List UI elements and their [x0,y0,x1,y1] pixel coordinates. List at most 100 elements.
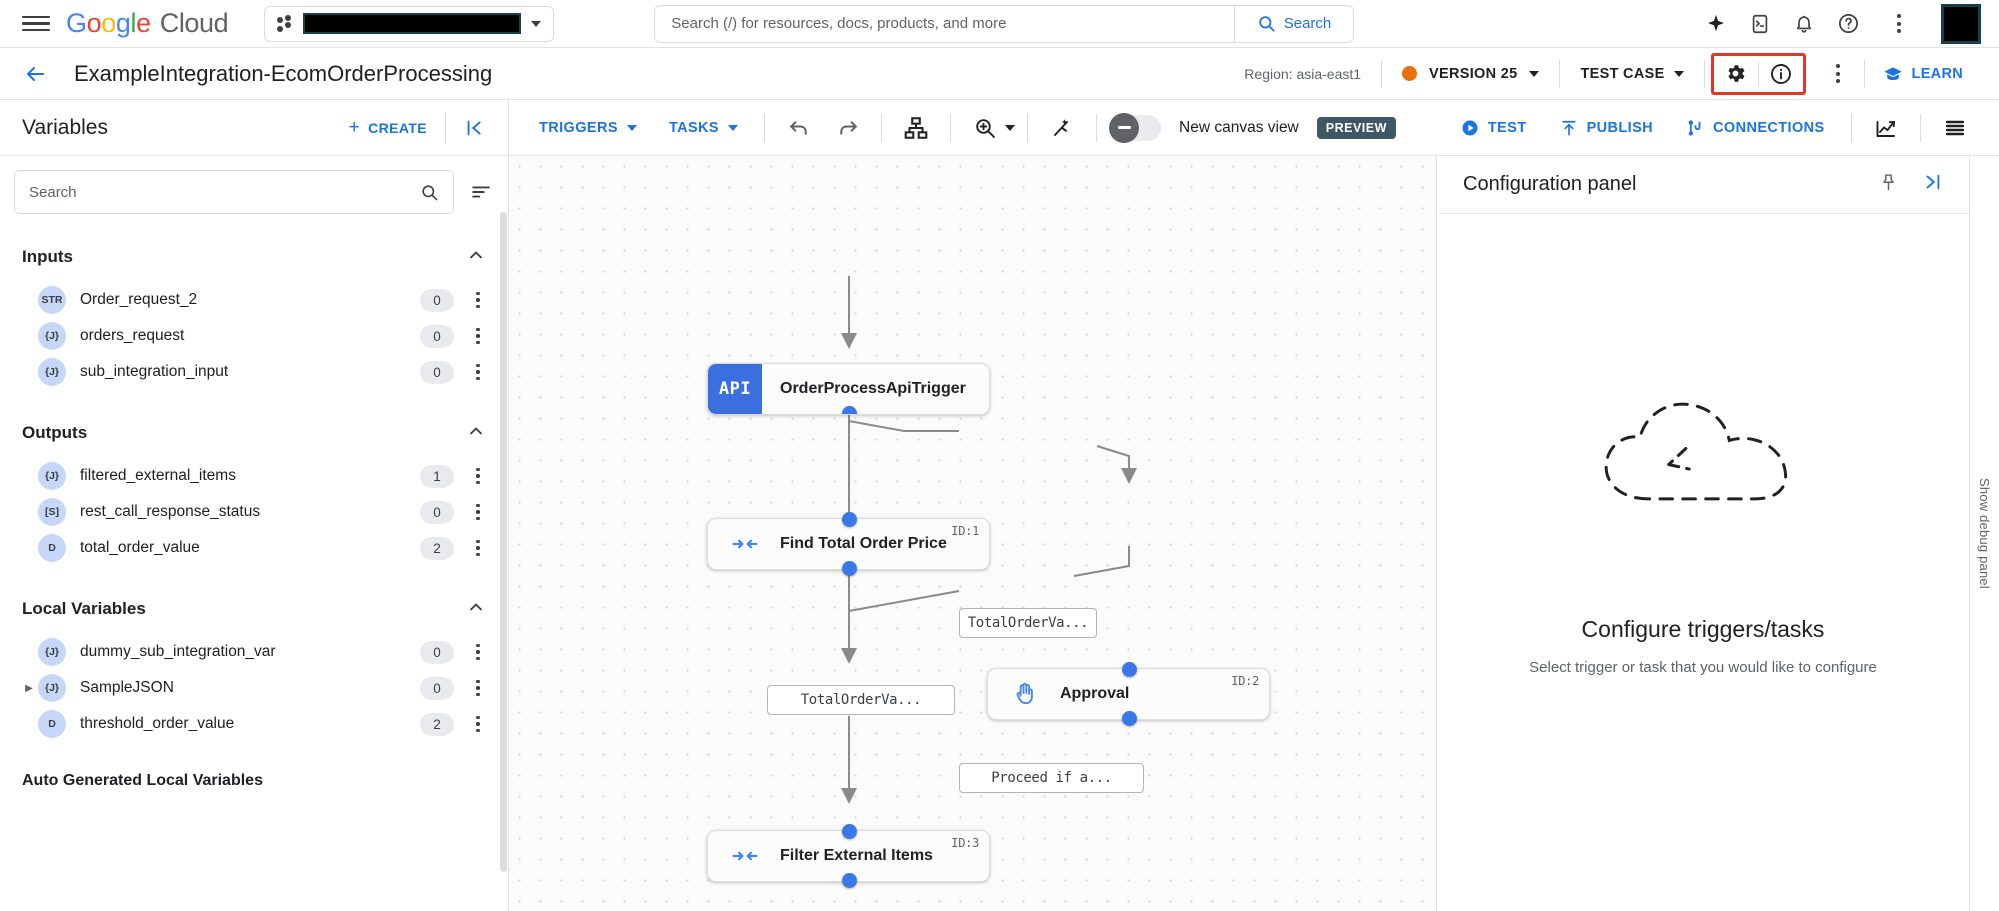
row-more-options-icon[interactable] [464,363,492,381]
pin-icon[interactable] [1878,172,1899,198]
show-debug-panel-rail[interactable]: Show debug panel [1969,156,1999,911]
row-more-options-icon[interactable] [464,327,492,345]
list-item[interactable]: {J} filtered_external_items 1 [0,458,508,494]
node-api-trigger[interactable]: API OrderProcessApiTrigger [707,363,990,415]
collapse-left-icon[interactable] [445,112,486,143]
variables-panel-title: Variables [22,115,108,139]
main-content: Variables + CREATE [0,100,1999,911]
test-case-selector[interactable]: TEST CASE [1560,66,1703,82]
zoom-in-icon[interactable] [963,108,1007,148]
publish-button[interactable]: PUBLISH [1545,108,1667,148]
approval-hand-icon [1010,679,1040,709]
edge-label[interactable]: TotalOrderVa... [959,608,1097,638]
settings-gear-icon[interactable] [1714,56,1758,92]
back-arrow-icon[interactable] [18,57,52,91]
cloud-shell-icon[interactable] [1741,5,1779,43]
triggers-menu[interactable]: TRIGGERS [525,108,651,148]
configuration-panel-header: Configuration panel [1437,156,1969,214]
row-more-options-icon[interactable] [464,715,492,733]
learn-button[interactable]: LEARN [1865,64,1981,84]
info-icon[interactable] [1759,56,1803,92]
row-more-options-icon[interactable] [464,539,492,557]
list-item[interactable]: {J} orders_request 0 [0,318,508,354]
list-item[interactable]: D total_order_value 2 [0,530,508,566]
node-output-port[interactable] [1122,711,1137,726]
variable-name: Order_request_2 [80,291,198,308]
list-item[interactable]: {J} dummy_sub_integration_var 0 [0,634,508,670]
node-output-port[interactable] [842,406,857,414]
node-input-port[interactable] [842,512,857,527]
tasks-menu[interactable]: TASKS [655,108,752,148]
variable-type-badge: {J} [38,462,66,490]
more-options-icon[interactable] [1881,6,1917,42]
preview-badge: PREVIEW [1316,116,1396,139]
row-more-options-icon[interactable] [464,643,492,661]
variable-type-badge: D [38,710,66,738]
node-output-port[interactable] [842,561,857,576]
integration-canvas[interactable]: API OrderProcessApiTrigger ID:1 [509,156,1436,911]
sort-filter-icon[interactable] [468,179,494,205]
avatar[interactable] [1941,3,1981,44]
list-item[interactable]: {J} sub_integration_input 0 [0,354,508,390]
edge-label[interactable]: TotalOrderVa... [767,685,955,715]
node-id: ID:3 [951,836,979,850]
list-item[interactable]: STR Order_request_2 0 [0,282,508,318]
expand-triangle-icon[interactable]: ▶ [25,682,33,694]
auto-layout-icon[interactable] [894,108,938,148]
notifications-icon[interactable] [1785,5,1823,43]
help-icon[interactable] [1829,5,1867,43]
section-header-outputs[interactable]: Outputs [0,416,508,450]
project-picker[interactable] [264,5,555,42]
search-input[interactable] [655,15,1234,32]
connections-button[interactable]: CONNECTIONS [1671,108,1839,148]
search-icon [1259,16,1275,32]
section-header-inputs[interactable]: Inputs [0,240,508,274]
list-item[interactable]: [S] rest_call_response_status 0 [0,494,508,530]
autogen-section-title: Auto Generated Local Variables [22,772,263,789]
variable-name: total_order_value [80,539,200,556]
configuration-panel-empty-state: Configure triggers/tasks Select trigger … [1437,214,1969,911]
version-selector[interactable]: VERSION 25 [1382,66,1559,82]
hamburger-menu-icon[interactable] [22,10,50,38]
search-input[interactable] [29,183,420,201]
variable-count: 1 [420,464,454,488]
search-button[interactable]: Search [1233,5,1354,42]
node-approval[interactable]: ID:2 Approval [987,662,1270,726]
test-button[interactable]: TEST [1446,108,1541,148]
node-input-port[interactable] [842,824,857,839]
node-label: Approval [1060,685,1130,702]
gemini-icon[interactable] [1697,5,1735,43]
row-more-options-icon[interactable] [464,291,492,309]
variables-search-box[interactable] [14,170,454,214]
new-canvas-view-toggle[interactable] [1109,112,1162,143]
row-more-options-icon[interactable] [464,679,492,697]
edge-label[interactable]: Proceed if a... [959,763,1144,793]
row-more-options-icon[interactable] [464,503,492,521]
redo-icon[interactable] [825,108,869,148]
variable-type-badge: {J} [38,322,66,350]
list-item[interactable]: D threshold_order_value 2 [0,706,508,742]
variable-type-badge: D [38,534,66,562]
node-find-total-order-price[interactable]: ID:1 Find Total Order Price [707,512,990,576]
highlighted-settings-group [1710,52,1806,95]
node-input-port[interactable] [1122,662,1137,677]
magic-wand-icon[interactable] [1040,108,1084,148]
row-more-options-icon[interactable] [464,467,492,485]
node-output-port[interactable] [842,873,857,888]
integration-more-options-icon[interactable] [1820,56,1856,92]
global-search[interactable]: Search [654,4,1355,43]
create-variable-button[interactable]: + CREATE [349,118,445,137]
chevron-down-icon[interactable] [1005,124,1016,131]
collapse-right-icon[interactable] [1921,171,1943,198]
logs-list-icon[interactable] [1933,108,1977,148]
list-item[interactable]: ▶ {J} SampleJSON 0 [0,670,508,706]
node-filter-external-items[interactable]: ID:3 Filter External Items [707,824,990,888]
variable-count: 0 [420,500,454,524]
variables-section-local: Local Variables {J} dummy_sub_integratio… [0,592,508,742]
undo-icon[interactable] [777,108,821,148]
divider [881,113,883,142]
section-header-local-variables[interactable]: Local Variables [0,592,508,626]
analytics-chart-icon[interactable] [1864,108,1908,148]
variables-panel-scrollbar[interactable] [500,212,507,872]
